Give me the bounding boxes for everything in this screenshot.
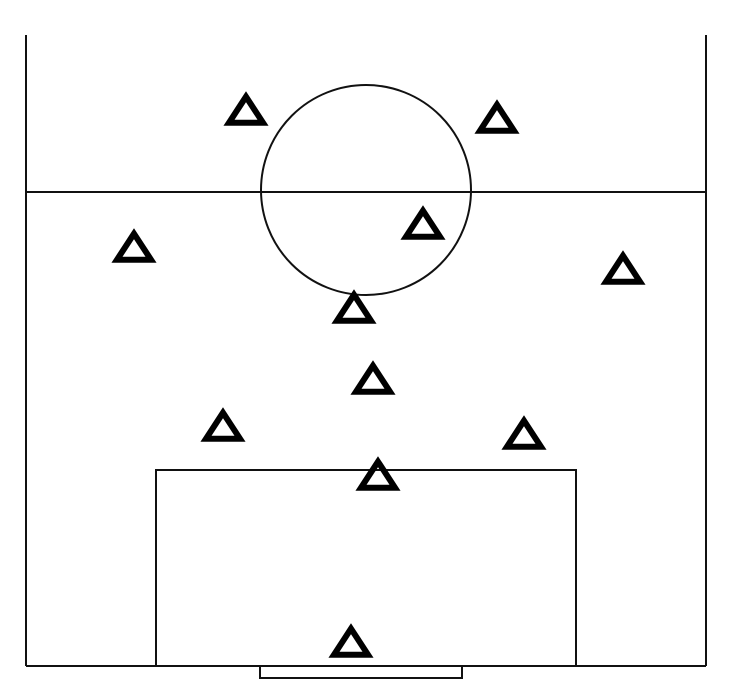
defender-marker (200, 407, 246, 442)
players-layer (111, 91, 646, 658)
goalkeeper-marker (328, 623, 374, 658)
forward-marker (600, 250, 646, 285)
midfielder-marker (400, 205, 446, 240)
center-circle (260, 84, 472, 296)
forward-marker (223, 91, 269, 126)
defender-marker (111, 228, 157, 263)
midfielder-marker (331, 289, 377, 324)
defender-marker (355, 456, 401, 491)
midfielder-marker (350, 360, 396, 395)
defender-marker (501, 415, 547, 450)
penalty-area (155, 469, 577, 667)
forward-marker (474, 99, 520, 134)
goal (259, 665, 463, 679)
